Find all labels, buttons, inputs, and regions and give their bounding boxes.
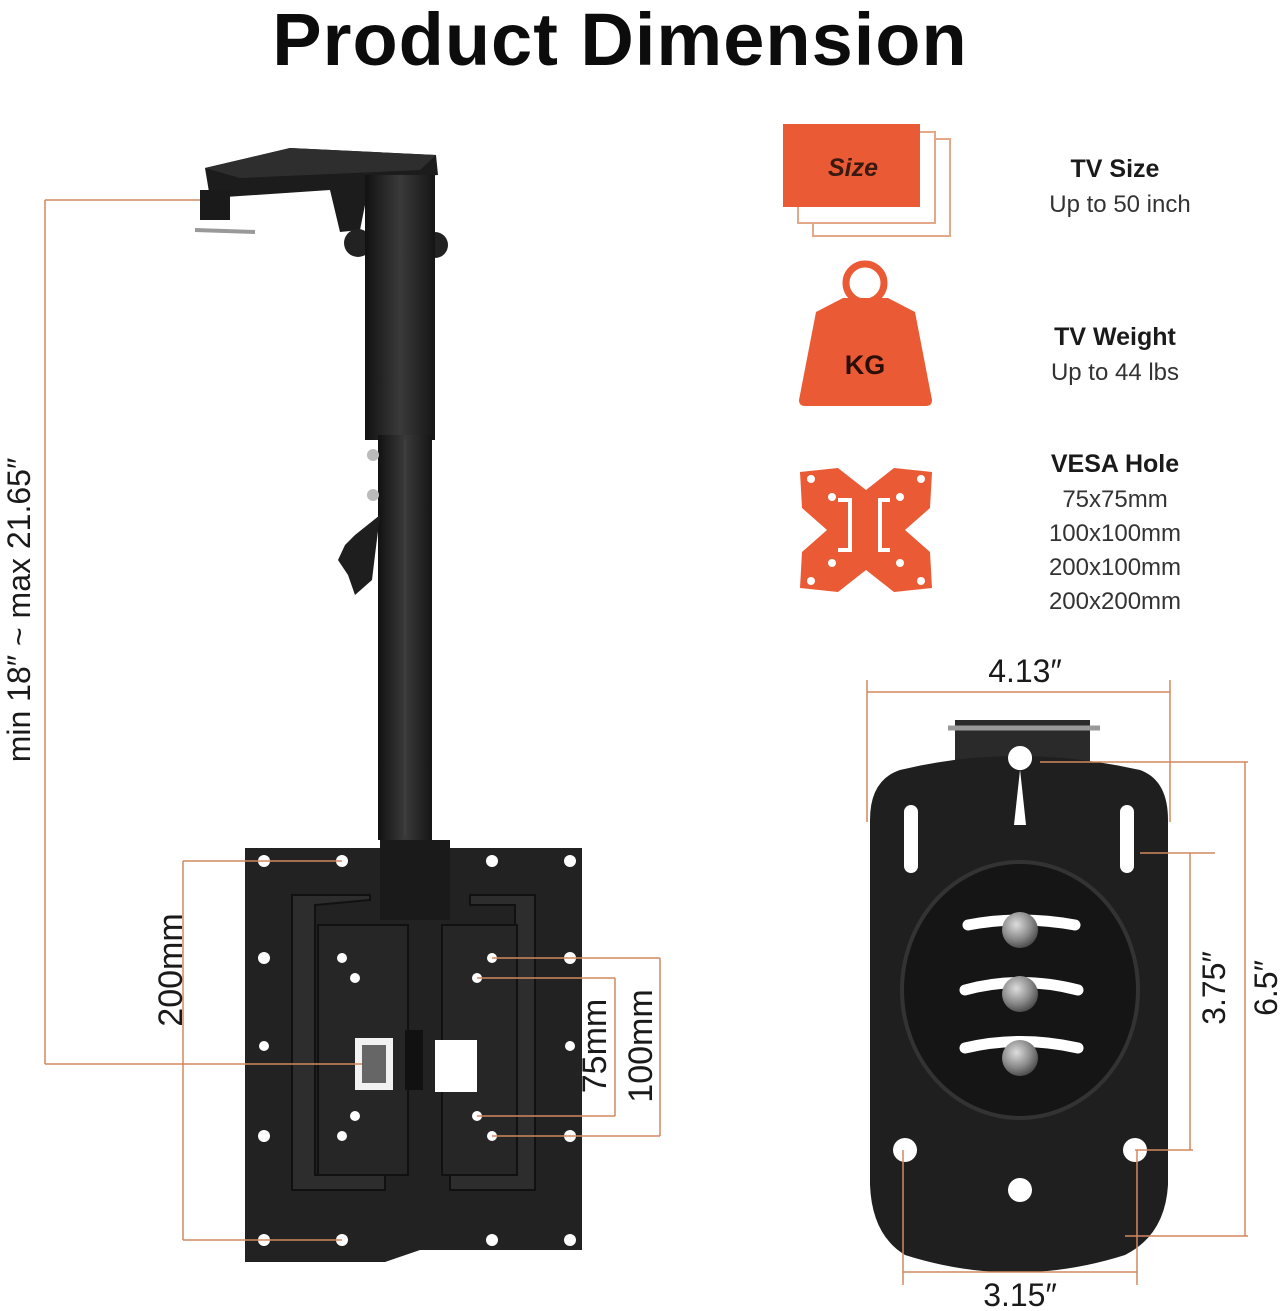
tv-size-value: Up to 50 inch [1049, 191, 1190, 218]
vesa-size-2: 100x100mm [1049, 520, 1181, 547]
plate-100mm-label: 100mm [622, 989, 660, 1102]
outer-height-label: 6.5″ [1248, 960, 1280, 1016]
plate-200mm-label: 200mm [152, 913, 190, 1026]
tv-weight-value: Up to 44 lbs [1051, 359, 1179, 386]
page-title: Product Dimension [272, 0, 968, 81]
vesa-size-4: 200x200mm [1049, 588, 1181, 615]
ceiling-mount-image [194, 148, 582, 1262]
dimension-lines-left [44, 199, 661, 1241]
vesa-hole-title: VESA Hole [1051, 450, 1179, 478]
vesa-size-1: 75x75mm [1062, 486, 1167, 513]
tv-weight-title: TV Weight [1054, 323, 1176, 351]
plate-75mm-label: 75mm [576, 999, 614, 1093]
vesa-size-3: 200x100mm [1049, 554, 1181, 581]
bottom-width-label: 3.15″ [983, 1277, 1057, 1311]
weight-icon: KG [799, 260, 932, 406]
height-range-label: min 18″ ~ max 21.65″ [1, 458, 37, 763]
vesa-plate-icon [800, 468, 932, 592]
size-icon: Size [783, 124, 951, 237]
swivel-plate-image [870, 720, 1168, 1273]
dimension-lines-right [866, 680, 1248, 1285]
inner-height-label: 3.75″ [1196, 951, 1232, 1025]
weight-icon-label: KG [845, 350, 886, 380]
top-width-label: 4.13″ [988, 653, 1062, 689]
tv-size-title: TV Size [1071, 155, 1160, 183]
size-icon-label: Size [828, 154, 878, 182]
